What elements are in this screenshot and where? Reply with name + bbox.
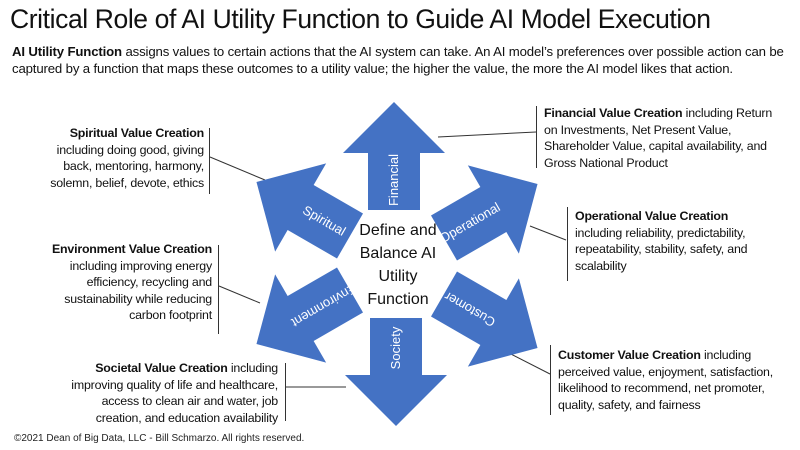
callout-customer-bar [550, 345, 551, 415]
callout-societal-text: including improving quality of life and … [71, 361, 278, 425]
callout-operational: Operational Value Creation including rel… [575, 208, 775, 274]
connector-financial [437, 131, 537, 138]
intro-paragraph: AI Utility Function assigns values to ce… [12, 43, 792, 77]
copyright-notice: ©2021 Dean of Big Data, LLC - Bill Schma… [14, 433, 305, 444]
center-line-3: Utility [378, 268, 418, 285]
callout-spiritual-text: including doing good, giving back, mento… [50, 142, 204, 190]
center-line-1: Define and [359, 222, 437, 239]
callout-financial-text: including Return on Investments, Net Pre… [544, 106, 773, 170]
arrow-label-society: Society [388, 326, 403, 369]
connector-spiritual [209, 156, 266, 181]
arrow-customer: Customer [418, 249, 564, 393]
callout-spiritual: Spiritual Value Creation including doing… [50, 125, 204, 191]
arrow-spiritual: Spiritual [230, 137, 376, 281]
connector-customer [504, 350, 551, 375]
center-line-4: Function [367, 291, 429, 308]
callout-environment: Environment Value Creation including imp… [40, 241, 212, 324]
callout-financial-title: Financial Value Creation [544, 106, 683, 120]
callout-operational-bar [567, 207, 568, 281]
arrow-society: Society [345, 318, 447, 426]
intro-term: AI Utility Function [12, 44, 122, 59]
callout-spiritual-title: Spiritual Value Creation [69, 126, 204, 140]
callout-spiritual-bar [209, 128, 210, 194]
callout-societal-title: Societal Value Creation [95, 361, 228, 375]
callout-operational-text: including reliability, predictability, r… [575, 225, 748, 273]
arrow-label-financial: Financial [386, 154, 401, 206]
intro-text: assigns values to certain actions that t… [12, 44, 784, 76]
callout-operational-title: Operational Value Creation [575, 209, 729, 223]
arrow-operational: Operational [418, 139, 564, 283]
callout-financial-bar [536, 106, 537, 168]
center-line-2: Balance AI [359, 245, 437, 262]
callout-financial: Financial Value Creation including Retur… [544, 105, 779, 171]
connector-environment [218, 285, 261, 304]
callout-societal: Societal Value Creation including improv… [55, 360, 278, 426]
arrow-financial: Financial [343, 102, 445, 210]
callout-environment-title: Environment Value Creation [51, 242, 212, 256]
connector-operational [529, 225, 567, 241]
callout-customer: Customer Value Creation including percei… [558, 347, 788, 413]
callout-environment-text: including improving energy efficiency, r… [64, 258, 212, 323]
callout-customer-title: Customer Value Creation [558, 348, 701, 362]
center-label: Define and Balance AI Utility Function [343, 219, 453, 311]
page-title: Critical Role of AI Utility Function to … [10, 4, 711, 34]
callout-societal-bar [285, 363, 286, 421]
callout-environment-bar [218, 245, 219, 334]
callout-customer-text: including perceived value, enjoyment, sa… [558, 348, 773, 412]
